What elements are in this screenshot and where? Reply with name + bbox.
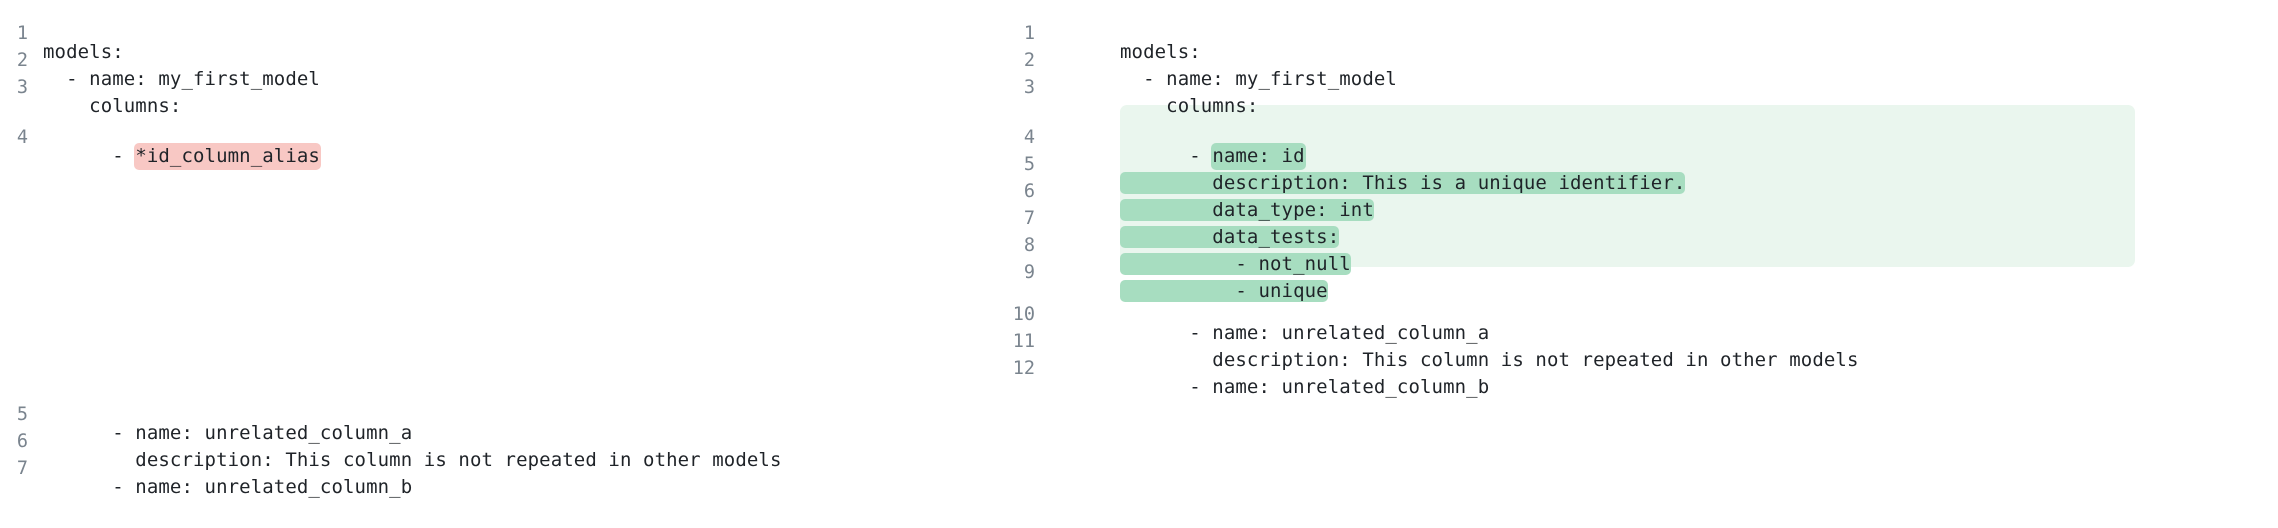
line-number[interactable]: 1 (16, 23, 28, 44)
diff-line-row: 12 - name: unrelated_column_b (1000, 336, 2278, 398)
line-number[interactable]: 2 (16, 50, 28, 71)
code-line[interactable]: - name: my_first_model (1120, 68, 1397, 90)
code-line[interactable]: models: (1120, 41, 1201, 63)
code-line[interactable]: - name: unrelated_column_a (43, 422, 413, 444)
diff-line-row: 1 models: (0, 1, 1000, 63)
added-word-highlight: data_type: int (1120, 199, 1374, 221)
diff-pane-before: 1 models: 2 - name: my_first_model 3 col… (0, 0, 1000, 528)
line-number[interactable]: 11 (1012, 331, 1035, 352)
diff-line-row: 1 models: (1000, 1, 2278, 63)
added-word-highlight: data_tests: (1120, 226, 1340, 248)
code-line[interactable]: - name: unrelated_column_b (43, 476, 413, 498)
diff-line-row: 11 description: This column is not repea… (1000, 309, 2278, 371)
code-prefix: - (1120, 145, 1213, 167)
added-line-background (1120, 105, 2135, 132)
diff-line-row-added: 9 - unique (1000, 240, 2278, 302)
line-number[interactable]: 8 (1023, 235, 1035, 256)
diff-line-row: 2 - name: my_first_model (1000, 28, 2278, 90)
line-number[interactable]: 6 (1023, 181, 1035, 202)
diff-line-row: 7 - name: unrelated_column_b (0, 436, 1000, 498)
deleted-word-highlight: *id_column_alias (134, 143, 321, 170)
line-number[interactable]: 5 (16, 404, 28, 425)
code-line[interactable]: columns: (43, 95, 182, 117)
diff-line-row: 5 - name: unrelated_column_a (0, 382, 1000, 444)
code-line[interactable]: - name: unrelated_column_a (1120, 322, 1490, 344)
line-number[interactable]: 12 (1012, 358, 1035, 379)
code-line-added[interactable]: - not_null (1120, 251, 1351, 278)
code-line-added[interactable]: data_type: int (1120, 197, 1374, 224)
diff-line-row: 3 columns: (1000, 55, 2278, 117)
line-number[interactable]: 6 (16, 431, 28, 452)
code-line[interactable]: - name: my_first_model (43, 68, 320, 90)
diff-line-row-added: 5 description: This is a unique identifi… (1000, 132, 2278, 194)
line-number[interactable]: 9 (1023, 262, 1035, 283)
added-word-highlight: description: This is a unique identifier… (1120, 172, 1686, 194)
code-line-added[interactable]: - name: id (1120, 143, 1306, 170)
code-line-added[interactable]: data_tests: (1120, 224, 1340, 251)
added-word-highlight: name: id (1211, 143, 1306, 170)
line-number[interactable]: 10 (1012, 304, 1035, 325)
diff-line-row-added: 4 - name: id (1000, 105, 2278, 170)
line-number[interactable]: 3 (16, 77, 28, 98)
diff-line-row-added: 6 data_type: int (1000, 159, 2278, 221)
line-number[interactable]: 7 (16, 458, 28, 479)
line-number[interactable]: 1 (1023, 23, 1035, 44)
code-line[interactable]: models: (43, 41, 124, 63)
added-word-highlight: - unique (1120, 280, 1328, 302)
code-prefix: - (43, 145, 136, 167)
code-line-deleted[interactable]: - *id_column_alias (43, 143, 321, 170)
code-line[interactable]: description: This column is not repeated… (1120, 349, 1859, 371)
line-number[interactable]: 3 (1023, 77, 1035, 98)
diff-line-row-deleted: 4 - *id_column_alias (0, 105, 1000, 170)
diff-line-row: 6 description: This column is not repeat… (0, 409, 1000, 471)
code-line-added[interactable]: description: This is a unique identifier… (1120, 170, 1686, 197)
diff-line-row-added: 7 data_tests: (1000, 186, 2278, 248)
diff-pane-after: 1 models: 2 - name: my_first_model 3 col… (1000, 0, 2278, 528)
code-line[interactable]: description: This column is not repeated… (43, 449, 782, 471)
code-line[interactable]: columns: (1120, 95, 1259, 117)
line-number[interactable]: 4 (1023, 127, 1035, 148)
diff-line-row-added: 8 - not_null (1000, 213, 2278, 275)
line-number[interactable]: 7 (1023, 208, 1035, 229)
code-line-added[interactable]: - unique (1120, 278, 1328, 305)
added-word-highlight: - not_null (1120, 253, 1351, 275)
line-number[interactable]: 2 (1023, 50, 1035, 71)
line-number[interactable]: 4 (16, 127, 28, 148)
code-line[interactable]: - name: unrelated_column_b (1120, 376, 1490, 398)
line-number[interactable]: 5 (1023, 154, 1035, 175)
diff-line-row: 3 columns: (0, 55, 1000, 117)
diff-line-row: 10 - name: unrelated_column_a (1000, 282, 2278, 344)
diff-line-row: 2 - name: my_first_model (0, 28, 1000, 90)
